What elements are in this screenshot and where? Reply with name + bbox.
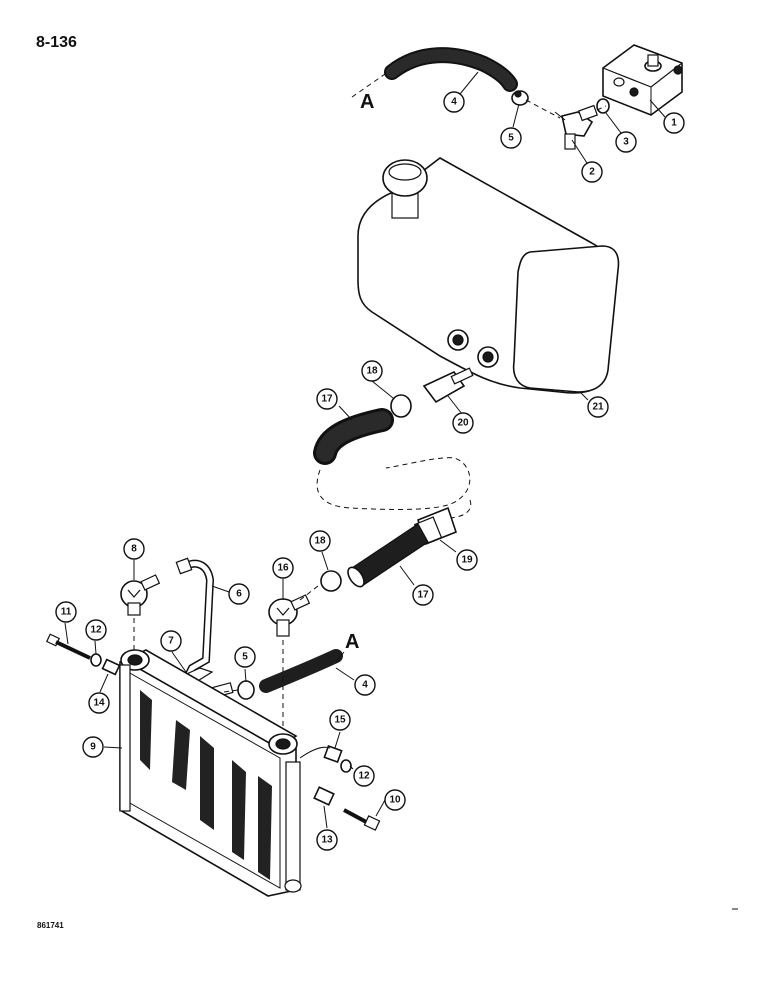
callout-label: 6 [236,589,242,600]
callout-12: 12 [85,619,107,641]
hose [259,649,343,693]
hydraulic-tank [357,157,620,394]
callout-label: 1 [671,118,677,129]
drawing-number: 861741 [37,921,64,930]
callout-3: 3 [615,131,637,153]
callout-18: 18 [361,360,383,382]
hose-clamp [390,394,412,418]
callout-label: 15 [334,715,346,726]
elbow-fitting [120,574,161,616]
callout-label: 9 [90,742,96,753]
oil-cooler [119,649,302,897]
callout-label: 18 [314,536,326,547]
callout-10: 10 [384,789,406,811]
callout-label: 2 [589,167,595,178]
callout-label: 5 [242,652,248,663]
tube [175,557,215,678]
hose-clamp [237,680,255,700]
callout-4: 4 [354,674,376,696]
callout-8: 8 [123,538,145,560]
callout-label: 10 [389,795,401,806]
callout-1: 1 [663,112,685,134]
fitting [413,506,457,546]
callout-5: 5 [500,127,522,149]
callout-16: 16 [272,557,294,579]
hose-clamp [511,90,529,106]
callout-2: 2 [581,161,603,183]
callout-6: 6 [228,583,250,605]
spacer [313,786,335,806]
callout-9: 9 [82,736,104,758]
callout-18: 18 [309,530,331,552]
nut [323,744,343,764]
callout-label: 21 [592,402,604,413]
callout-label: 19 [461,555,473,566]
callout-13: 13 [316,829,338,851]
callout-label: 4 [451,97,457,108]
callout-17: 17 [412,584,434,606]
callout-17: 17 [316,388,338,410]
callout-label: 18 [366,366,378,377]
callout-label: 11 [61,607,72,618]
bolt [343,808,381,831]
callout-label: 12 [358,771,370,782]
callout-label: 4 [362,680,368,691]
hose-clamp [320,570,342,592]
reference-letter: A [345,631,359,653]
callout-label: 5 [508,133,514,144]
callout-11: 11 [55,601,77,623]
callout-12: 12 [353,765,375,787]
callout-label: 3 [623,137,629,148]
callout-label: 17 [321,394,333,405]
spacer [101,658,121,676]
o-ring [596,98,610,114]
callout-15: 15 [329,709,351,731]
page-code: 8-136 [36,34,77,51]
callout-14: 14 [88,692,110,714]
callout-label: 17 [417,590,429,601]
callout-label: 16 [277,563,289,574]
callout-20: 20 [452,412,474,434]
callout-label: 20 [457,418,469,429]
elbow-fitting [268,594,311,637]
callout-21: 21 [587,396,609,418]
callout-label: 8 [131,544,137,555]
tee-fitting [554,104,598,150]
washer [90,653,102,667]
pressure-valve-block [602,44,683,116]
callout-label: 7 [168,636,174,647]
callout-5: 5 [234,646,256,668]
connector [422,367,474,404]
callout-label: 12 [90,625,102,636]
callout-4: 4 [443,91,465,113]
reference-letter: A [360,91,374,113]
washer [340,759,352,773]
callout-7: 7 [160,630,182,652]
hose [347,523,429,588]
bolt [45,633,91,660]
callout-19: 19 [456,549,478,571]
callout-label: 13 [321,835,333,846]
callout-label: 14 [93,698,105,709]
